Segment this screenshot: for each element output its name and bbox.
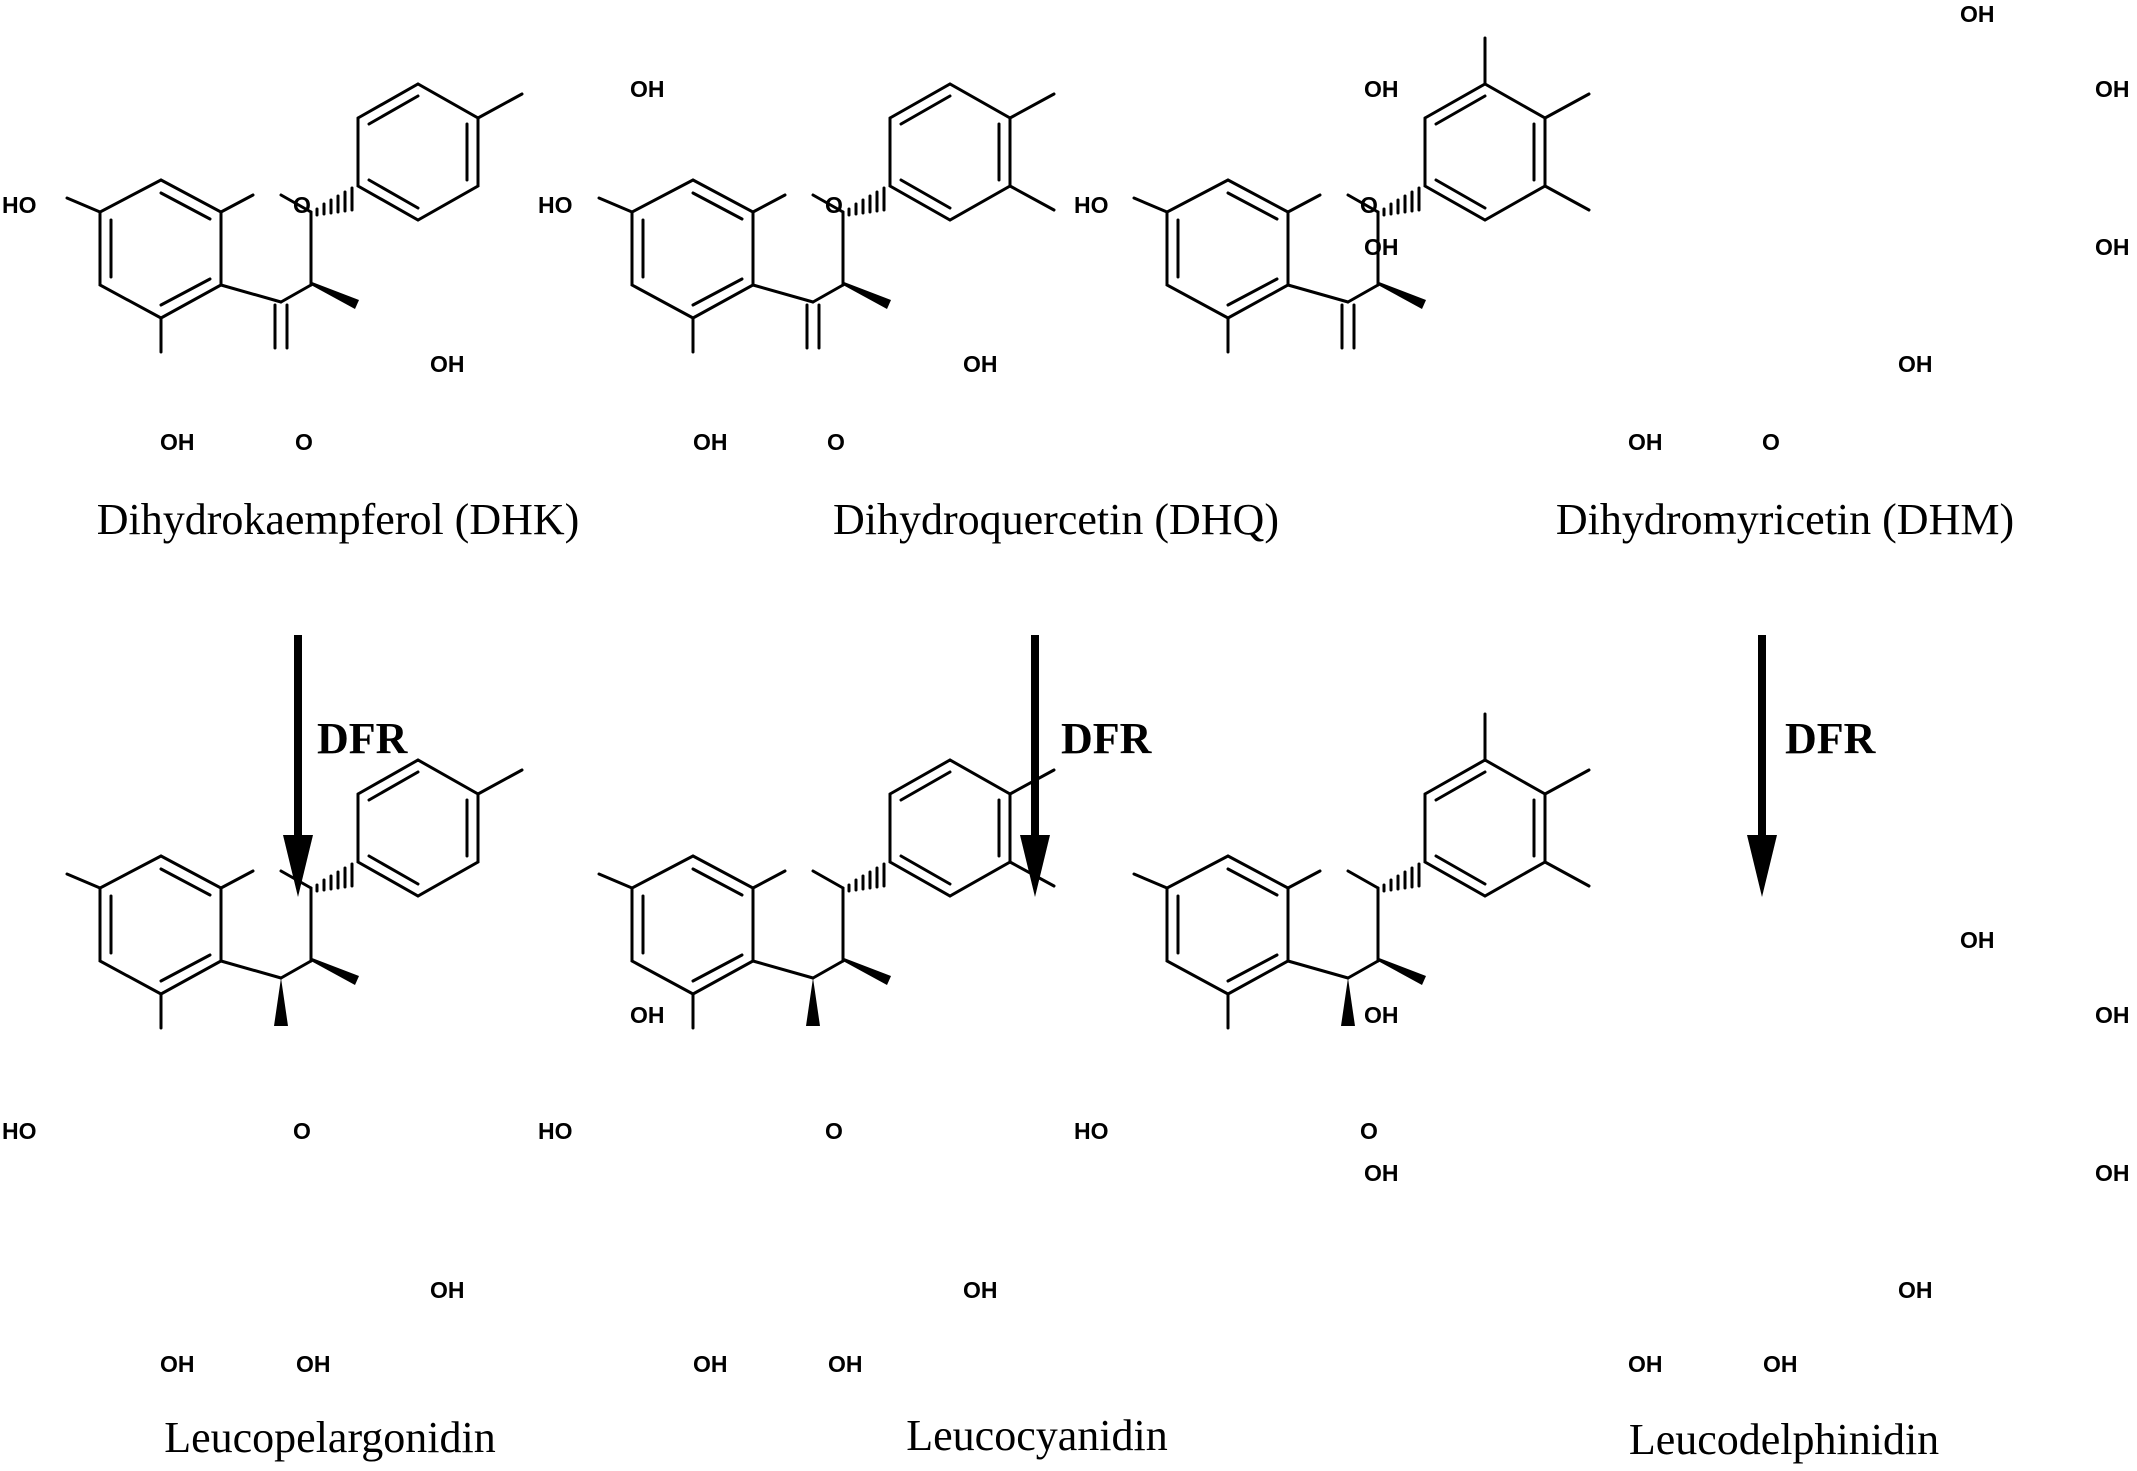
atom-label: OH: [1364, 1002, 1399, 1028]
atom-label: OH: [2095, 76, 2130, 102]
atom-label: O: [825, 192, 843, 218]
atom-label: OH: [2095, 1160, 2130, 1186]
atom-label: OH: [1960, 1, 1995, 27]
compound-name-dhk: Dihydrokaempferol (DHK): [97, 495, 580, 544]
atom-label: O: [825, 1118, 843, 1144]
reaction-arrow-dhk: DFR: [283, 635, 409, 897]
atom-label: HO: [2, 192, 37, 218]
compound-name-leucopelargonidin: Leucopelargonidin: [164, 1413, 496, 1462]
atom-label: HO: [538, 192, 573, 218]
atom-label: OH: [160, 429, 195, 455]
atom-label: OH: [1628, 1351, 1663, 1377]
leucocyanidin-structure: [597, 758, 1056, 1030]
enzyme-label: DFR: [317, 714, 409, 763]
dihydroquercetin-structure: [597, 82, 1056, 354]
reaction-arrow-dhq: DFR: [1020, 635, 1153, 897]
atom-label: OH: [1898, 351, 1933, 377]
atom-label: OH: [430, 351, 465, 377]
compound-name-leucodelphinidin: Leucodelphinidin: [1629, 1415, 1939, 1464]
enzyme-label: DFR: [1061, 714, 1153, 763]
atom-label: OH: [963, 1277, 998, 1303]
atom-label: OH: [296, 1351, 331, 1377]
atom-label: OH: [1364, 76, 1399, 102]
atom-label: OH: [828, 1351, 863, 1377]
atom-label: O: [827, 429, 845, 455]
atom-label: OH: [693, 1351, 728, 1377]
atom-label: OH: [2095, 1002, 2130, 1028]
atom-label: OH: [963, 351, 998, 377]
atom-label: OH: [693, 429, 728, 455]
atom-label: OH: [160, 1351, 195, 1377]
compound-name-dhm: Dihydromyricetin (DHM): [1556, 495, 2014, 544]
atom-label: OH: [1898, 1277, 1933, 1303]
compound-name-leucocyanidin: Leucocyanidin: [906, 1411, 1167, 1460]
atom-label: OH: [630, 76, 665, 102]
atom-label: HO: [1074, 1118, 1109, 1144]
leucodelphinidin-structure: [1132, 712, 1591, 1030]
atom-label: OH: [430, 1277, 465, 1303]
dihydrokaempferol-structure: [65, 82, 524, 354]
atom-label: HO: [2, 1118, 37, 1144]
atom-label: OH: [630, 1002, 665, 1028]
atom-label: O: [293, 192, 311, 218]
atom-label: OH: [2095, 234, 2130, 260]
enzyme-label: DFR: [1785, 714, 1877, 763]
compound-name-dhq: Dihydroquercetin (DHQ): [833, 495, 1279, 544]
atom-label: O: [1360, 1118, 1378, 1144]
atom-label: OH: [1960, 927, 1995, 953]
atom-label: OH: [1364, 234, 1399, 260]
atom-label: HO: [538, 1118, 573, 1144]
atom-label: OH: [1628, 429, 1663, 455]
atom-label: O: [295, 429, 313, 455]
atom-label: O: [1762, 429, 1780, 455]
atom-label: O: [293, 1118, 311, 1144]
atom-label: HO: [1074, 192, 1109, 218]
reaction-arrow-dhm: DFR: [1747, 635, 1877, 897]
atom-label: OH: [1763, 1351, 1798, 1377]
atom-label: OH: [1364, 1160, 1399, 1186]
atom-label: O: [1360, 192, 1378, 218]
